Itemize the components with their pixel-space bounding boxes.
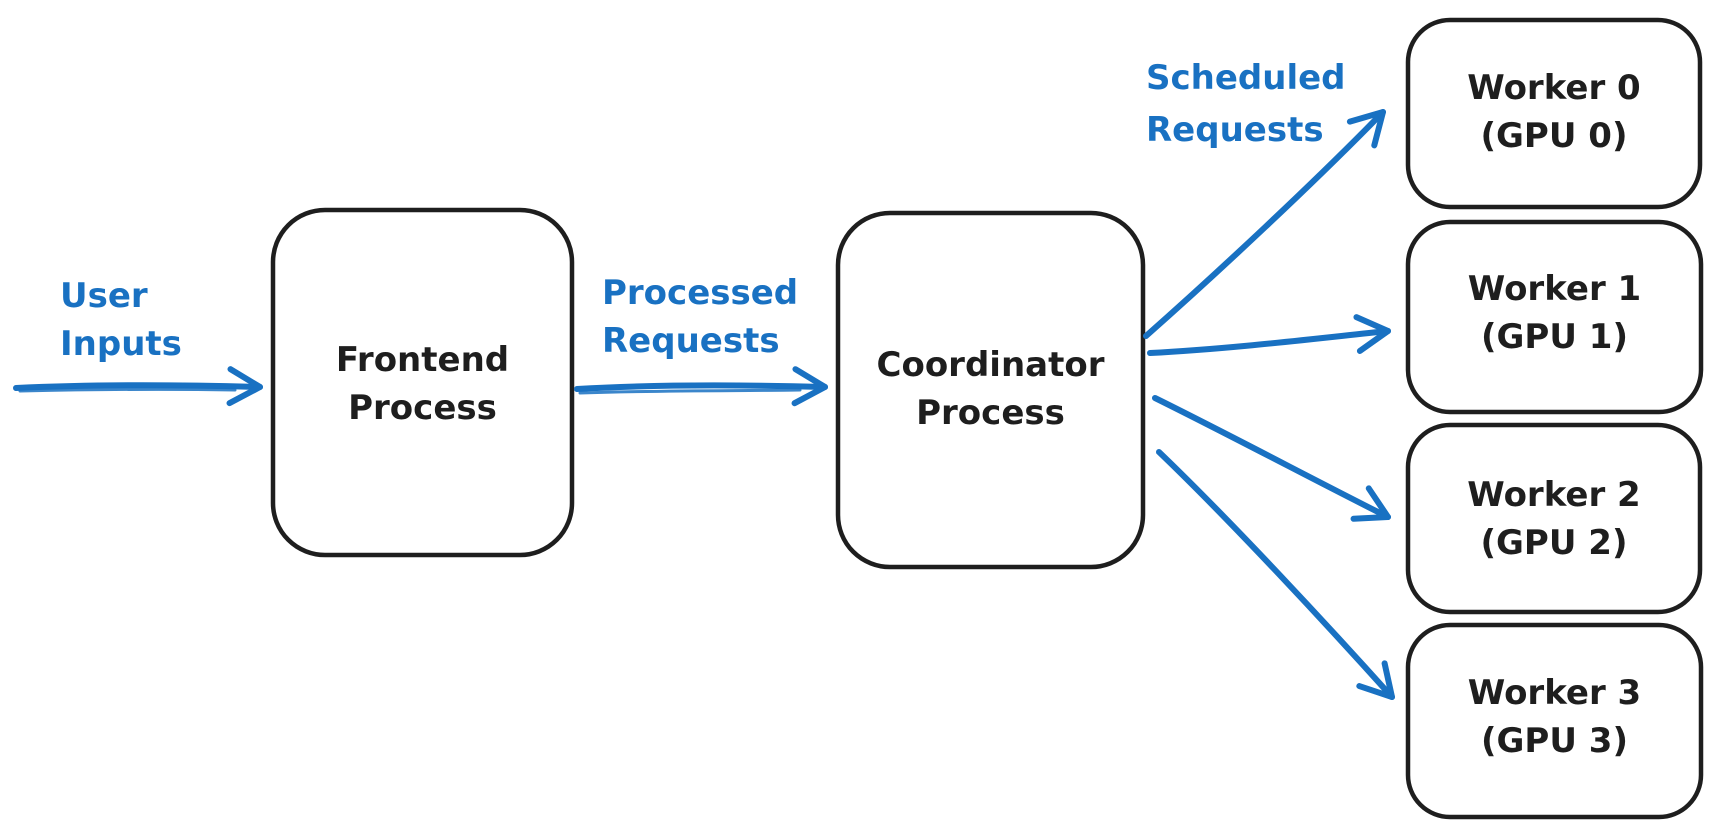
worker-2-label-line1: Worker 2 (1467, 475, 1641, 515)
worker-2-label-line2: (GPU 2) (1480, 523, 1628, 563)
worker-0-label-line1: Worker 0 (1467, 68, 1641, 108)
worker-0-label-line2: (GPU 0) (1480, 116, 1628, 156)
worker-3-box (1405, 622, 1704, 820)
user-inputs-label: User Inputs (60, 272, 182, 368)
coordinator-process-label-line1: Coordinator (876, 345, 1105, 385)
worker-1-label-line1: Worker 1 (1467, 269, 1642, 309)
arrow-frontend-to-coordinator-overdraw (578, 388, 802, 395)
worker-1-label: Worker 1 (GPU 1) (1408, 265, 1701, 361)
arrow-coordinator-to-worker-3 (1156, 449, 1395, 700)
scheduled-requests-label: Scheduled Requests (1146, 52, 1346, 156)
arrow-coordinator-to-worker-2 (1152, 395, 1391, 522)
worker-1-box (1405, 219, 1704, 415)
arrow-coordinator-to-worker-1 (1147, 314, 1391, 356)
user-inputs-label-line2: Inputs (60, 324, 182, 364)
frontend-process-label-line2: Process (348, 388, 497, 428)
coordinator-process-label: Coordinator Process (838, 341, 1143, 437)
worker-2-label: Worker 2 (GPU 2) (1408, 471, 1700, 567)
frontend-process-label-line1: Frontend (335, 340, 510, 380)
coordinator-process-label-line2: Process (916, 393, 1065, 433)
arrow-user-to-frontend (13, 366, 263, 407)
frontend-process-box (270, 207, 575, 558)
processed-requests-label-line2: Requests (602, 321, 780, 361)
worker-3-label: Worker 3 (GPU 3) (1408, 669, 1701, 765)
scheduled-requests-label-line1: Scheduled (1146, 58, 1346, 98)
arrow-frontend-to-coordinator (574, 366, 828, 407)
worker-2-box (1405, 422, 1703, 615)
user-inputs-label-line1: User (60, 276, 148, 316)
scheduled-requests-label-line2: Requests (1146, 110, 1324, 150)
worker-3-label-line1: Worker 3 (1467, 673, 1642, 713)
coordinator-process-box (835, 210, 1146, 570)
frontend-process-label: Frontend Process (273, 336, 572, 432)
worker-1-label-line2: (GPU 1) (1480, 317, 1628, 357)
worker-3-label-line2: (GPU 3) (1480, 721, 1628, 761)
processed-requests-label: Processed Requests (602, 269, 798, 365)
arrow-user-to-frontend-overdraw (18, 387, 237, 393)
worker-0-box (1405, 17, 1703, 210)
worker-0-label: Worker 0 (GPU 0) (1408, 64, 1700, 160)
arrow-coordinator-to-worker-0 (1143, 109, 1386, 339)
processed-requests-label-line1: Processed (602, 273, 799, 313)
